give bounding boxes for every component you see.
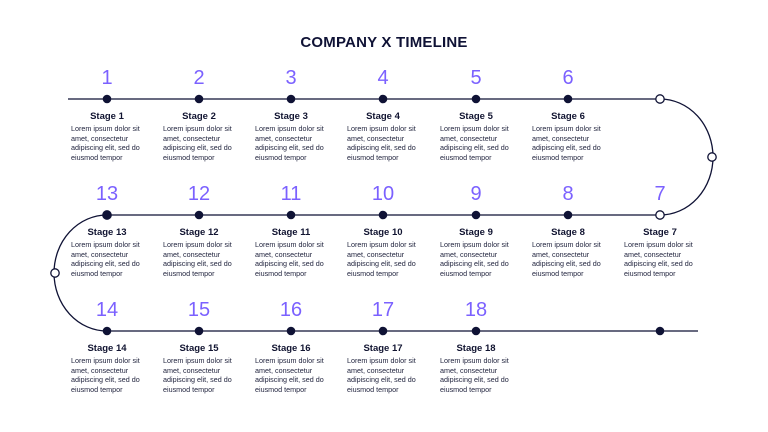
stage-15-marker bbox=[194, 326, 204, 336]
stage-17-marker bbox=[378, 326, 388, 336]
stage-2-label: Stage 2 bbox=[182, 111, 216, 122]
stage-8-label: Stage 8 bbox=[551, 227, 585, 238]
stage-7-number: 7 bbox=[654, 183, 666, 205]
stage-3-marker bbox=[286, 94, 296, 104]
stage-2-description: Lorem ipsum dolor sit amet, consectetur … bbox=[163, 124, 232, 162]
stage-8-marker bbox=[563, 210, 573, 220]
stage-17-description: Lorem ipsum dolor sit amet, consectetur … bbox=[347, 356, 416, 394]
stage-1-marker bbox=[102, 94, 112, 104]
stage-5-marker bbox=[471, 94, 481, 104]
stage-8-description: Lorem ipsum dolor sit amet, consectetur … bbox=[532, 240, 601, 278]
stage-16-description: Lorem ipsum dolor sit amet, consectetur … bbox=[255, 356, 324, 394]
stage-11-label: Stage 11 bbox=[271, 227, 311, 238]
stage-14-label: Stage 14 bbox=[87, 343, 127, 354]
stage-17-label: Stage 17 bbox=[363, 343, 403, 354]
stage-12-label: Stage 12 bbox=[179, 227, 219, 238]
stage-13-label: Stage 13 bbox=[87, 227, 127, 238]
stage-14-marker bbox=[102, 326, 112, 336]
stage-9-label: Stage 9 bbox=[459, 227, 493, 238]
stage-10-marker bbox=[378, 210, 388, 220]
stage-11-number: 11 bbox=[280, 183, 302, 205]
stage-9-number: 9 bbox=[470, 183, 482, 205]
stage-12-marker bbox=[194, 210, 204, 220]
stage-5-description: Lorem ipsum dolor sit amet, consectetur … bbox=[440, 124, 509, 162]
stage-6-marker bbox=[563, 94, 573, 104]
stage-10-label: Stage 10 bbox=[363, 227, 403, 238]
stage-3-description: Lorem ipsum dolor sit amet, consectetur … bbox=[255, 124, 324, 162]
stage-9-description: Lorem ipsum dolor sit amet, consectetur … bbox=[440, 240, 509, 278]
stage-4-label: Stage 4 bbox=[366, 111, 400, 122]
stage-7-label: Stage 7 bbox=[643, 227, 677, 238]
stage-15-number: 15 bbox=[187, 299, 211, 321]
stage-6-label: Stage 6 bbox=[551, 111, 585, 122]
stage-18-number: 18 bbox=[464, 299, 488, 321]
stage-6-number: 6 bbox=[562, 67, 574, 89]
stage-2-number: 2 bbox=[193, 67, 205, 89]
stage-10-description: Lorem ipsum dolor sit amet, consectetur … bbox=[347, 240, 416, 278]
page-title: COMPANY X TIMELINE bbox=[300, 34, 468, 51]
stage-3-number: 3 bbox=[285, 67, 297, 89]
timeline-end-dot bbox=[655, 326, 665, 336]
stage-12-number: 12 bbox=[187, 183, 211, 205]
stage-11-description: Lorem ipsum dolor sit amet, consectetur … bbox=[255, 240, 324, 278]
stage-1-description: Lorem ipsum dolor sit amet, consectetur … bbox=[71, 124, 140, 162]
stage-10-number: 10 bbox=[371, 183, 395, 205]
stage-18-description: Lorem ipsum dolor sit amet, consectetur … bbox=[440, 356, 509, 394]
stage-14-number: 14 bbox=[95, 299, 119, 321]
stage-17-number: 17 bbox=[371, 299, 395, 321]
stage-1-number: 1 bbox=[101, 67, 113, 89]
stage-7-description: Lorem ipsum dolor sit amet, consectetur … bbox=[624, 240, 693, 278]
stage-2-marker bbox=[194, 94, 204, 104]
stage-13-description: Lorem ipsum dolor sit amet, consectetur … bbox=[71, 240, 140, 278]
stage-16-label: Stage 16 bbox=[271, 343, 311, 354]
stage-15-label: Stage 15 bbox=[179, 343, 219, 354]
left-curve-mid-marker bbox=[50, 268, 60, 278]
stage-1-label: Stage 1 bbox=[90, 111, 124, 122]
stage-6-description: Lorem ipsum dolor sit amet, consectetur … bbox=[532, 124, 601, 162]
stage-8-number: 8 bbox=[562, 183, 574, 205]
stage-14-description: Lorem ipsum dolor sit amet, consectetur … bbox=[71, 356, 140, 394]
right-curve-mid-marker bbox=[707, 152, 717, 162]
stage-4-number: 4 bbox=[377, 67, 389, 89]
stage-4-marker bbox=[378, 94, 388, 104]
stage-3-label: Stage 3 bbox=[274, 111, 308, 122]
stage-7-marker bbox=[655, 210, 665, 220]
stage-13-marker bbox=[102, 210, 112, 220]
stage-5-number: 5 bbox=[470, 67, 482, 89]
stage-15-description: Lorem ipsum dolor sit amet, consectetur … bbox=[163, 356, 232, 394]
stage-9-marker bbox=[471, 210, 481, 220]
curve-start-marker bbox=[655, 94, 665, 104]
stage-12-description: Lorem ipsum dolor sit amet, consectetur … bbox=[163, 240, 232, 278]
stage-5-label: Stage 5 bbox=[459, 111, 493, 122]
stage-13-number: 13 bbox=[95, 183, 119, 205]
stage-16-number: 16 bbox=[279, 299, 303, 321]
stage-16-marker bbox=[286, 326, 296, 336]
stage-4-description: Lorem ipsum dolor sit amet, consectetur … bbox=[347, 124, 416, 162]
stage-18-marker bbox=[471, 326, 481, 336]
stage-11-marker bbox=[286, 210, 296, 220]
stage-18-label: Stage 18 bbox=[456, 343, 496, 354]
